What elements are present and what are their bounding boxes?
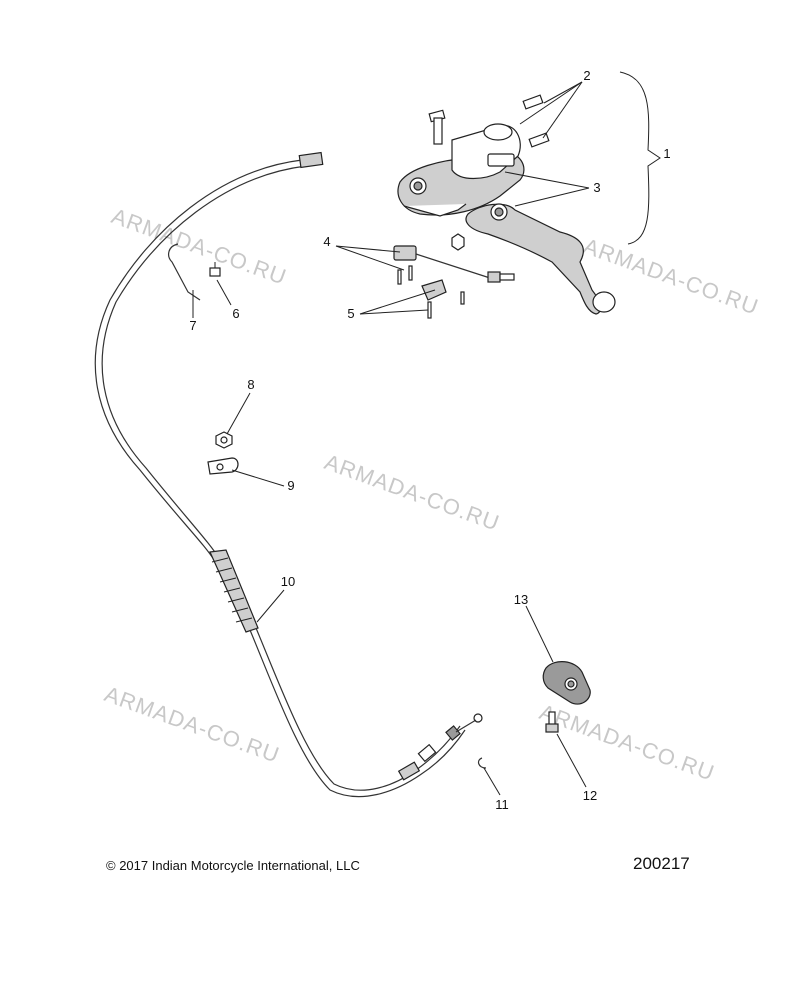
callout-4: 4 <box>323 234 330 249</box>
callout-11: 11 <box>495 797 509 812</box>
callout-6: 6 <box>232 306 239 321</box>
nut-8 <box>215 431 233 449</box>
callout-7: 7 <box>189 318 196 333</box>
clamp-9 <box>207 457 239 475</box>
cable-boot <box>209 549 259 633</box>
callout-8: 8 <box>247 377 254 392</box>
callout-13: 13 <box>514 592 528 607</box>
bolt-12 <box>545 711 559 733</box>
clutch-arm-13 <box>542 661 591 705</box>
clutch-cable <box>94 151 483 798</box>
callout-2: 2 <box>583 68 590 83</box>
watermark-5: ARMADA-CO.RU <box>536 699 718 786</box>
watermark-3: ARMADA-CO.RU <box>321 449 503 536</box>
clip-11 <box>477 757 487 769</box>
bolts-2 <box>428 94 550 148</box>
callout-3: 3 <box>593 180 600 195</box>
callout-9: 9 <box>287 478 294 493</box>
assembly-bracket <box>619 71 661 245</box>
watermark-4: ARMADA-CO.RU <box>101 681 283 768</box>
callout-5: 5 <box>347 306 354 321</box>
lever-assembly <box>397 94 616 315</box>
callout-12: 12 <box>583 788 597 803</box>
switch-assembly <box>393 245 515 319</box>
copyright-notice: © 2017 Indian Motorcycle International, … <box>106 858 360 873</box>
callouts: 1 2 3 4 5 6 7 8 9 10 11 12 13 <box>189 68 670 812</box>
callout-10: 10 <box>281 574 295 589</box>
drawing-number: 200217 <box>633 854 690 873</box>
screw-6 <box>209 262 221 277</box>
leader-lines <box>192 81 590 796</box>
callout-1: 1 <box>663 146 670 161</box>
watermark-1: ARMADA-CO.RU <box>108 203 290 290</box>
wire-retainer <box>168 243 201 301</box>
